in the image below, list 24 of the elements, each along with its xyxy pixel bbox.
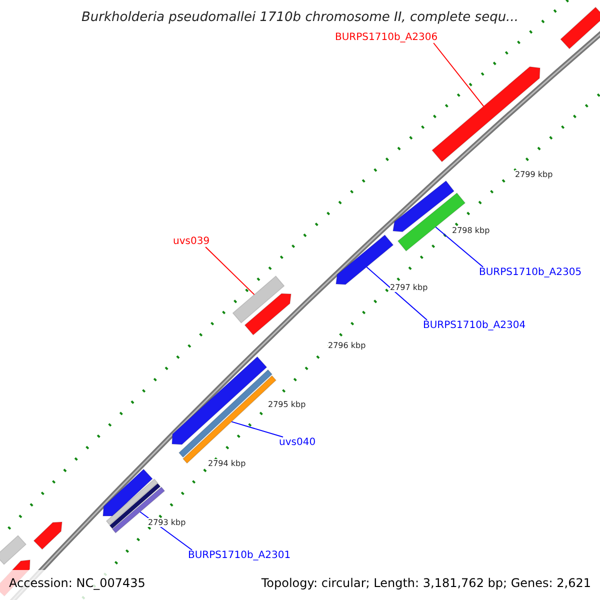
gene-label: BURPS1710b_A2305 — [479, 267, 582, 278]
leader-line — [435, 226, 484, 268]
scale-label: 2793 kbp — [148, 518, 186, 527]
scale-label: 2799 kbp — [515, 170, 553, 179]
gene-label: BURPS1710b_A2306 — [335, 32, 438, 43]
scale-label: 2794 kbp — [208, 459, 246, 468]
leader-line — [433, 42, 484, 107]
gene-feature — [336, 234, 394, 285]
gene-label: uvs039 — [173, 236, 210, 247]
leader-line — [366, 266, 428, 320]
title: Burkholderia pseudomallei 1710b chromosome II, complete sequ... — [82, 10, 518, 25]
gene-label: BURPS1710b_A2301 — [188, 550, 291, 561]
accession-text: Accession: NC_007435 — [9, 576, 146, 590]
gene-feature — [232, 276, 285, 324]
gene-label: BURPS1710b_A2304 — [423, 320, 526, 331]
gene-label: uvs040 — [279, 437, 316, 448]
scale-label: 2795 kbp — [268, 400, 306, 409]
leader-line — [231, 421, 284, 438]
scale-label: 2796 kbp — [328, 341, 366, 350]
scale-label: 2798 kbp — [452, 226, 490, 235]
gene-feature — [432, 66, 540, 162]
leader-line — [205, 246, 255, 296]
summary-text: Topology: circular; Length: 3,181,762 bp; Genes: 2,621 — [261, 576, 591, 590]
scale-label: 2797 kbp — [390, 283, 428, 292]
